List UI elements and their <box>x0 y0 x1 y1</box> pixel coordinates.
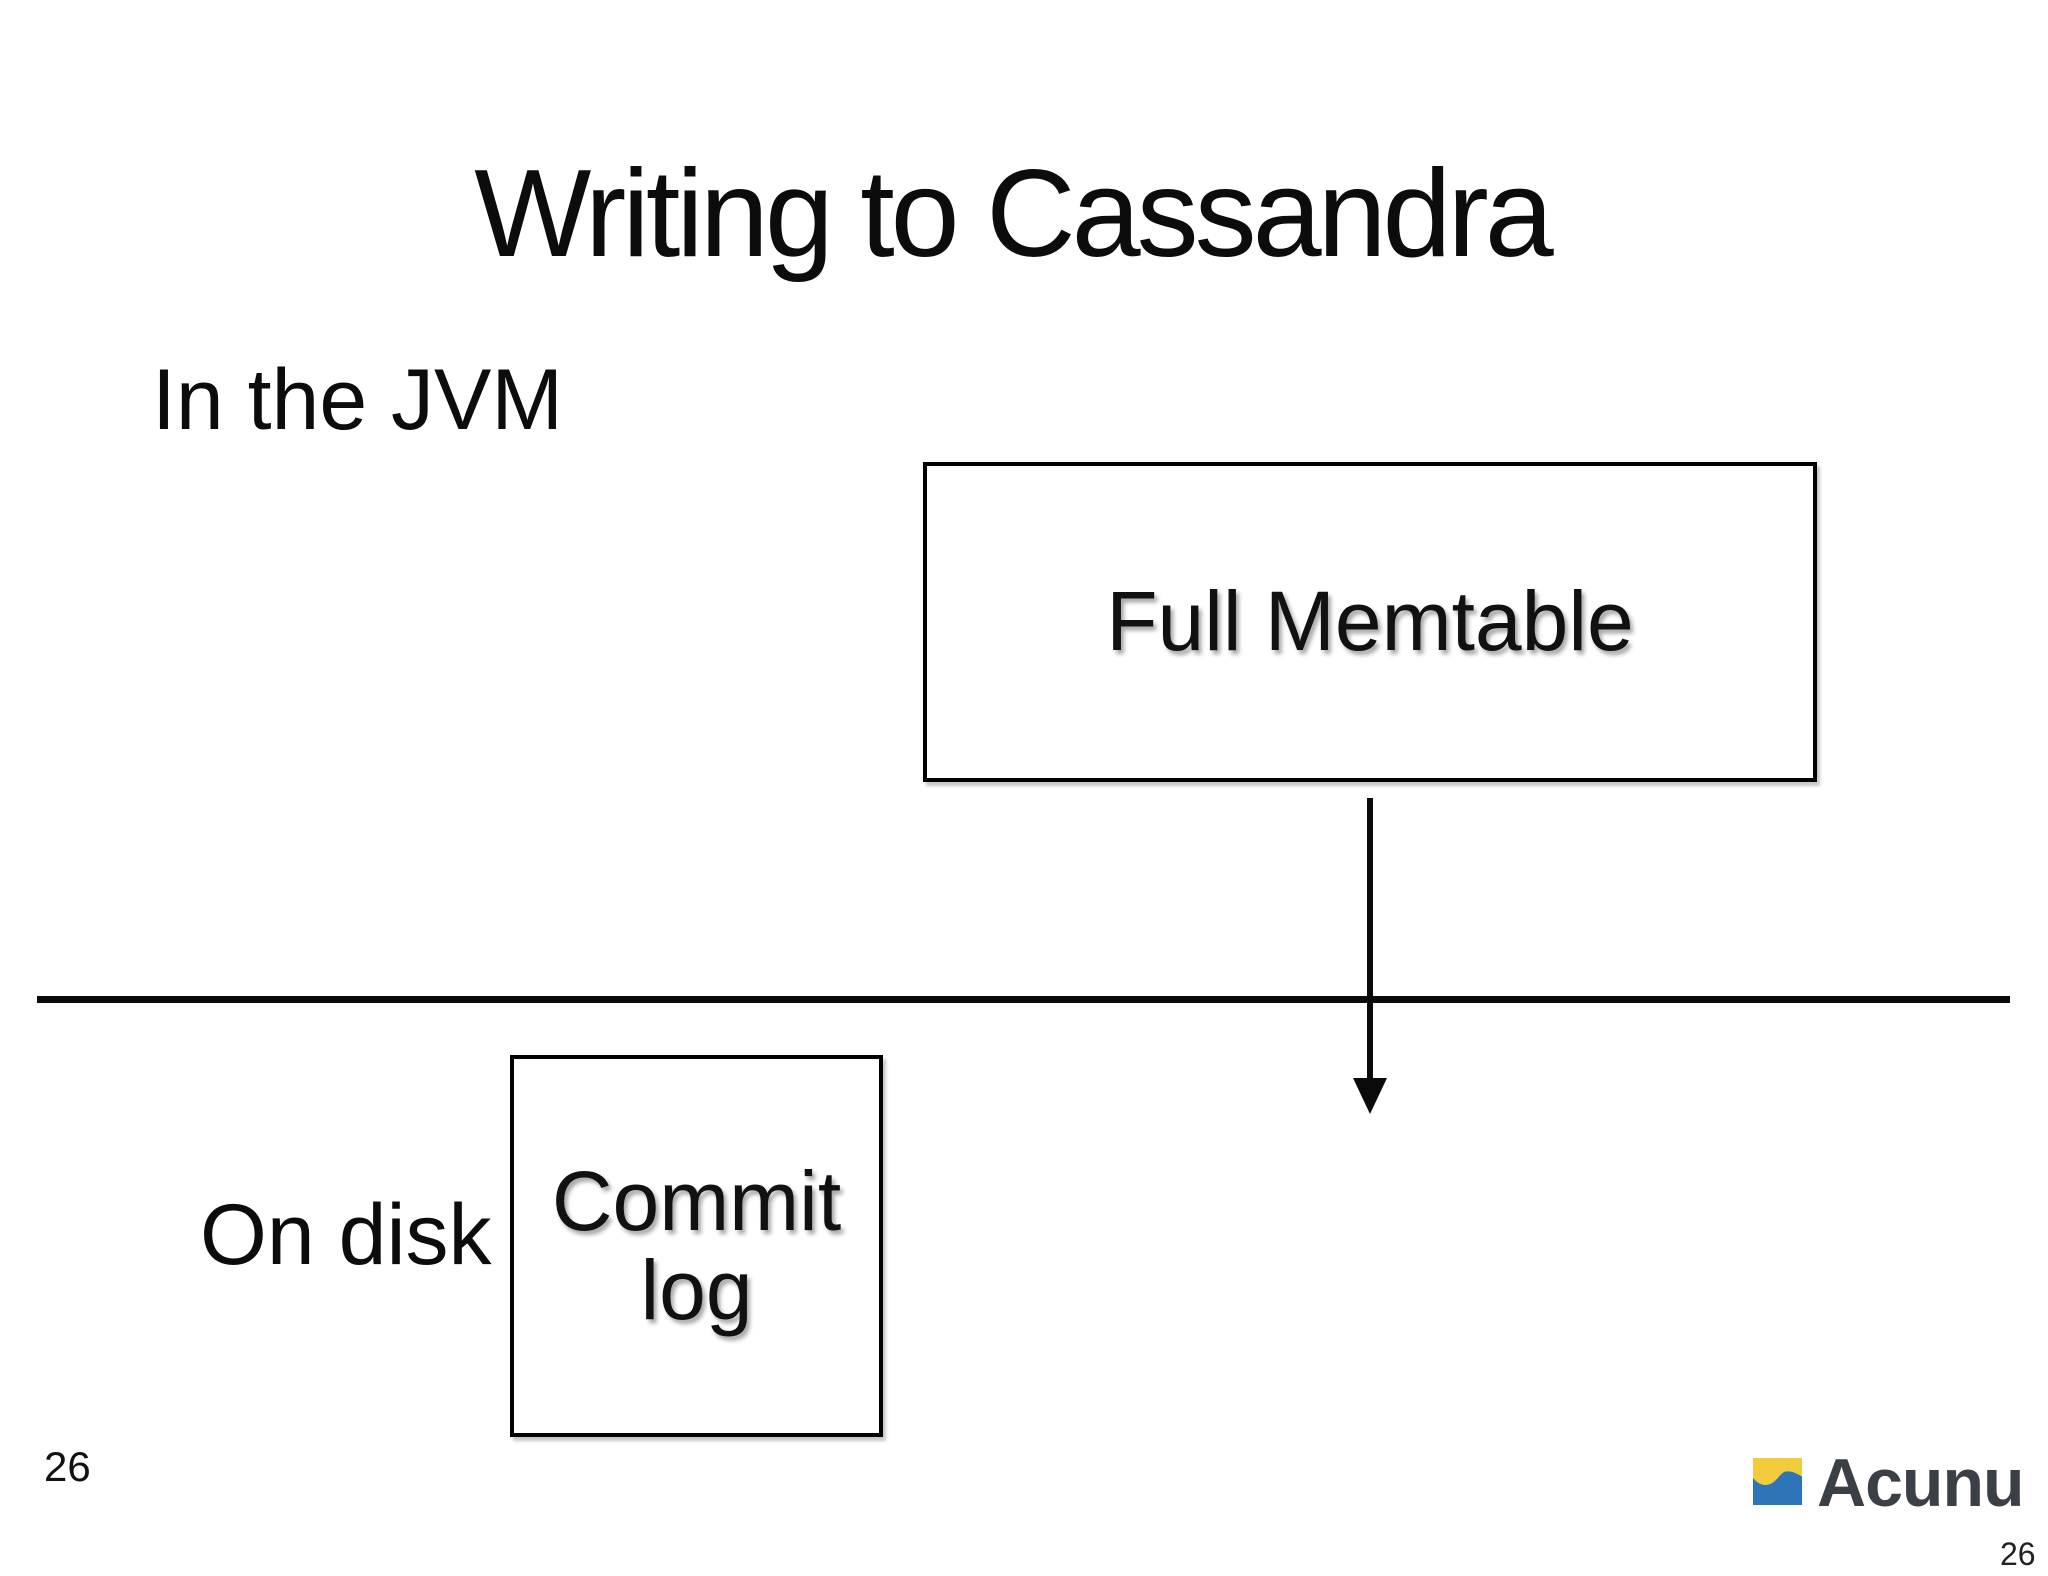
memtable-flush-arrow-icon <box>1353 798 1387 1114</box>
disk-region-label: On disk <box>200 1187 492 1283</box>
memtable-box: Full Memtable <box>923 462 1817 782</box>
commit-log-box-label: Commit log <box>551 1153 842 1337</box>
acunu-logo-text: Acunu <box>1817 1445 2025 1521</box>
page-number: 26 <box>44 1443 91 1490</box>
jvm-region-label: In the JVM <box>152 352 564 448</box>
acunu-wave-icon <box>1753 1458 1802 1505</box>
acunu-logo: Acunu <box>1753 1445 2025 1521</box>
jvm-disk-divider-line <box>37 996 2010 1003</box>
commit-log-box: Commit log <box>510 1055 883 1437</box>
memtable-box-label: Full Memtable <box>1106 574 1634 669</box>
corner-page-number: 26 <box>2000 1536 2036 1572</box>
slide-title: Writing to Cassandra <box>474 145 1554 283</box>
